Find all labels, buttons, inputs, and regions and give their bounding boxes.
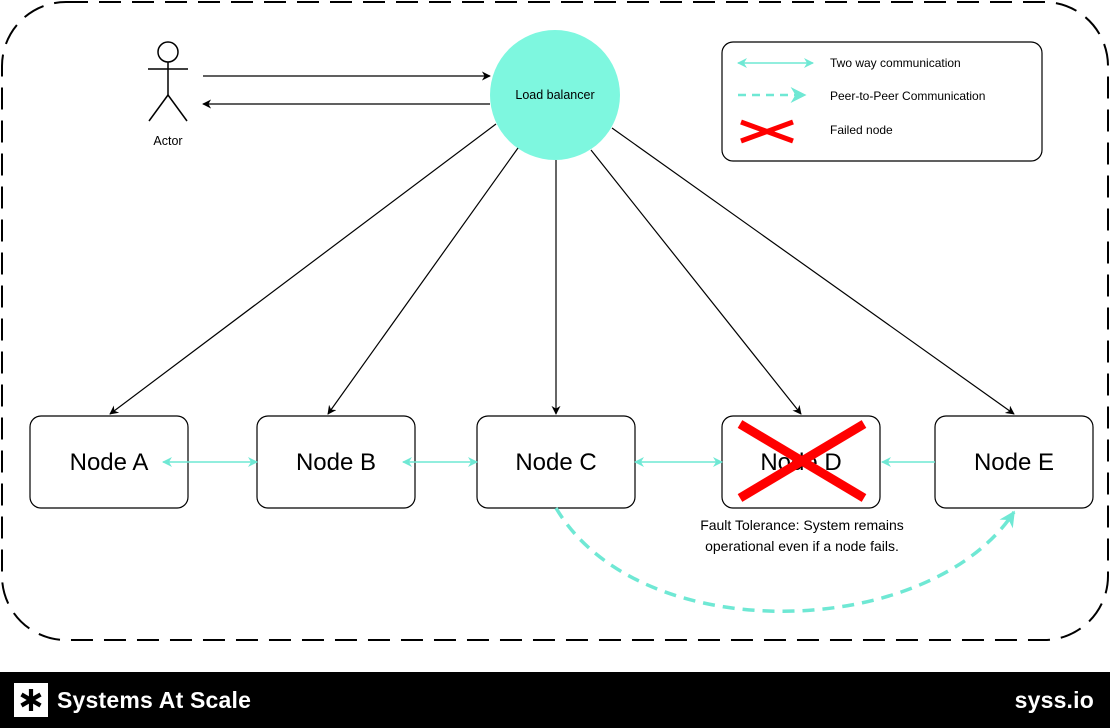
architecture-diagram: Actor Load balancer Node A Node B Node C… [1, 1, 1109, 641]
legend-two-way-label: Two way communication [830, 56, 961, 70]
load-balancer-label: Load balancer [515, 88, 594, 102]
node-a: Node A [29, 415, 189, 509]
node-e-label: Node E [974, 449, 1054, 476]
legend-failed-x-icon [740, 119, 794, 144]
node-b-label: Node B [296, 449, 376, 476]
lb-to-node-d-arrow [590, 149, 802, 415]
node-e: Node E [934, 415, 1094, 509]
node-c: Node C [476, 415, 636, 509]
asterisk-icon [14, 683, 48, 717]
brand-name: Systems At Scale [57, 686, 252, 713]
system-boundary [1, 1, 1109, 641]
node-c-label: Node C [515, 449, 596, 476]
fault-tolerance-note-line-2: operational even if a node fails. [705, 538, 899, 554]
peer-to-peer-c-to-e [554, 507, 1016, 613]
legend: Two way communication Peer-to-Peer Commu… [721, 41, 1043, 162]
node-a-label: Node A [70, 449, 149, 476]
lb-to-node-e-arrow [611, 127, 1015, 415]
fault-tolerance-note-line-1: Fault Tolerance: System remains [700, 517, 904, 533]
brand[interactable]: Systems At Scale [14, 683, 251, 717]
failed-node-x-icon [737, 420, 867, 502]
lb-to-node-arrows [109, 123, 1015, 415]
legend-peer-to-peer-label: Peer-to-Peer Communication [830, 89, 985, 103]
node-b: Node B [256, 415, 416, 509]
load-balancer-circle [490, 30, 620, 160]
footer-bar: Systems At Scale syss.io [0, 672, 1110, 728]
node-d: Node D [721, 415, 881, 509]
actor-label: Actor [153, 134, 182, 148]
legend-failed-label: Failed node [830, 123, 893, 137]
actor-icon [148, 41, 188, 122]
legend-box [721, 41, 1043, 162]
lb-to-node-a-arrow [109, 123, 497, 415]
lb-to-node-b-arrow [327, 147, 519, 415]
site-url-link[interactable]: syss.io [1014, 686, 1094, 713]
